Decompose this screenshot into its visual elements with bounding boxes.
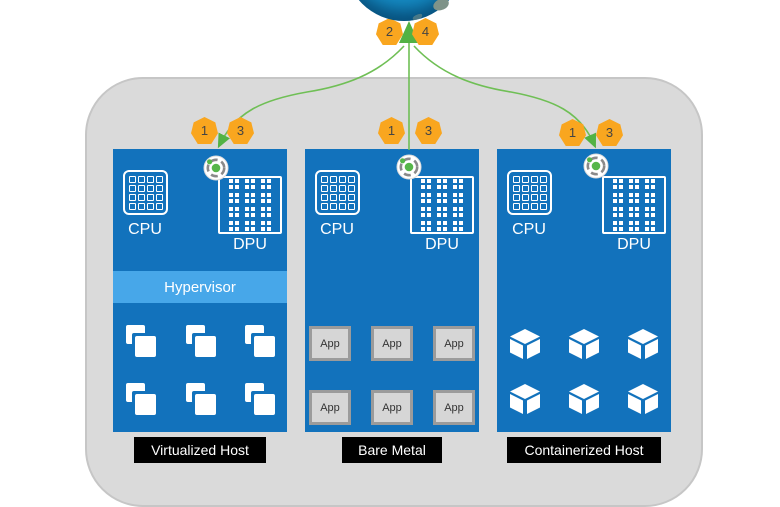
app-box: App: [309, 390, 351, 425]
dpu-connection-point-icon: [583, 153, 609, 179]
app-row: App App App: [305, 326, 479, 361]
virtual-machine-icon: [244, 383, 275, 415]
step-badge: 2: [376, 18, 403, 45]
virtual-machine-icon: [125, 325, 156, 357]
cpu-chip-icon: [315, 170, 360, 215]
vm-row: [113, 383, 287, 415]
host-panel-virtualized: CPU DPU Hypervisor: [113, 149, 287, 432]
app-row: App App App: [305, 390, 479, 425]
container-row: [497, 328, 671, 360]
container-cube-icon: [569, 329, 599, 359]
host-panel-containerized: CPU DPU: [497, 149, 671, 432]
dpu-label: DPU: [617, 236, 651, 253]
container-cube-icon: [569, 384, 599, 414]
dpu-chip-icon: [218, 176, 282, 234]
cpu-chip-icon: [123, 170, 168, 215]
globe-landmass: [431, 0, 451, 12]
cpu-label: CPU: [320, 221, 354, 238]
step-badge-label: 2: [385, 24, 394, 39]
app-box: App: [433, 326, 475, 361]
step-badge-label: 3: [236, 123, 245, 138]
step-badge-label: 3: [605, 125, 614, 140]
cpu-label: CPU: [512, 221, 546, 238]
container-cube-icon: [628, 384, 658, 414]
step-badge-label: 1: [387, 123, 396, 138]
step-badge: 4: [412, 18, 439, 45]
dpu-chip-icon: [410, 176, 474, 234]
dpu-chip-icon: [602, 176, 666, 234]
virtual-machine-icon: [125, 383, 156, 415]
step-badge-label: 1: [568, 125, 577, 140]
step-badge-label: 1: [200, 123, 209, 138]
internet-globe-icon: [345, 0, 463, 21]
dpu-label: DPU: [425, 236, 459, 253]
app-box: App: [371, 326, 413, 361]
container-cube-icon: [628, 329, 658, 359]
container-cube-icon: [510, 329, 540, 359]
app-box: App: [433, 390, 475, 425]
host-panel-bare-metal: CPU DPU App App App App App App: [305, 149, 479, 432]
host-caption-virtualized: Virtualized Host: [134, 437, 266, 463]
virtual-machine-icon: [244, 325, 275, 357]
dpu-connection-point-icon: [203, 155, 229, 181]
step-badge-label: 3: [424, 123, 433, 138]
step-badge-label: 4: [421, 24, 430, 39]
hypervisor-bar: Hypervisor: [113, 271, 287, 303]
host-caption-containerized: Containerized Host: [507, 437, 661, 463]
app-box: App: [309, 326, 351, 361]
cpu-label: CPU: [128, 221, 162, 238]
host-caption-bare-metal: Bare Metal: [342, 437, 442, 463]
virtual-machine-icon: [185, 325, 216, 357]
cpu-chip-icon: [507, 170, 552, 215]
app-box: App: [371, 390, 413, 425]
virtual-machine-icon: [185, 383, 216, 415]
dpu-label: DPU: [233, 236, 267, 253]
container-cube-icon: [510, 384, 540, 414]
dpu-connection-point-icon: [396, 154, 422, 180]
vm-row: [113, 325, 287, 357]
container-row: [497, 383, 671, 415]
